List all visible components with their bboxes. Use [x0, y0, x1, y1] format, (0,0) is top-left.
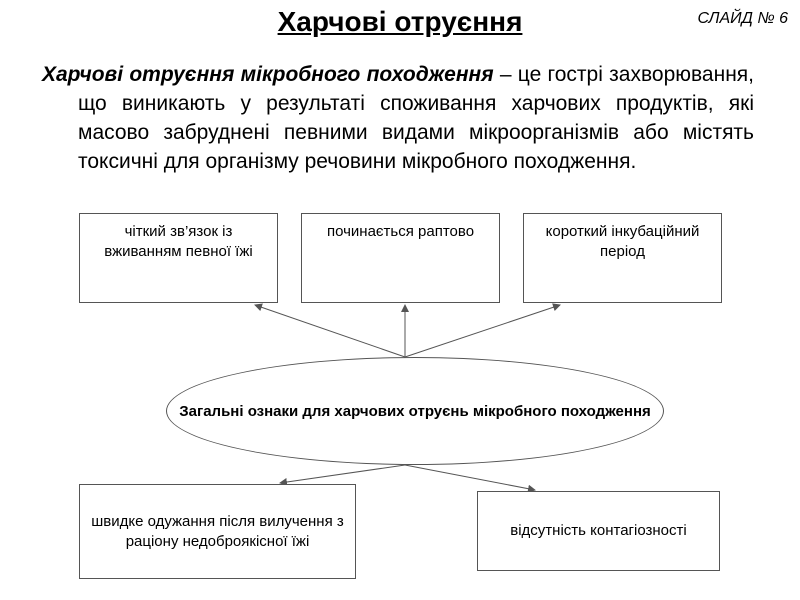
slide-number: СЛАЙД № 6	[697, 10, 789, 27]
node-sudden-onset-label: починається раптово	[326, 223, 475, 240]
node-non-contagious-label: відсутність контагіозності	[510, 522, 687, 539]
definition-paragraph: Харчові отруєння мікробного походження –…	[42, 60, 755, 176]
connector-fast-recovery	[279, 464, 406, 486]
connector-link-food	[254, 303, 406, 358]
node-sudden-onset: починається раптово	[301, 213, 500, 303]
node-fast-recovery: швидке одужання після вилучення з раціон…	[79, 484, 356, 579]
node-link-food: чіткий зв’язок із вживанням певної їжі	[79, 213, 278, 303]
connector-non-contagious	[404, 464, 536, 493]
node-fast-recovery-label: швидке одужання після вилучення з раціон…	[91, 512, 344, 550]
definition-text: – це гострі захворювання, що виникають у…	[78, 63, 755, 173]
slide-title: Харчові отруєння	[277, 6, 523, 37]
connector-short-incubation	[404, 303, 561, 358]
node-short-incubation-label: короткий інкубаційний період	[545, 223, 700, 260]
node-short-incubation: короткий інкубаційний період	[523, 213, 722, 303]
node-non-contagious: відсутність контагіозності	[477, 491, 720, 571]
definition-term: Харчові отруєння мікробного походження	[42, 63, 494, 86]
node-link-food-label: чіткий зв’язок із вживанням певної їжі	[104, 223, 253, 260]
center-node: Загальні ознаки для харчових отруєнь мік…	[166, 357, 664, 465]
center-node-label: Загальні ознаки для харчових отруєнь мік…	[179, 402, 651, 420]
